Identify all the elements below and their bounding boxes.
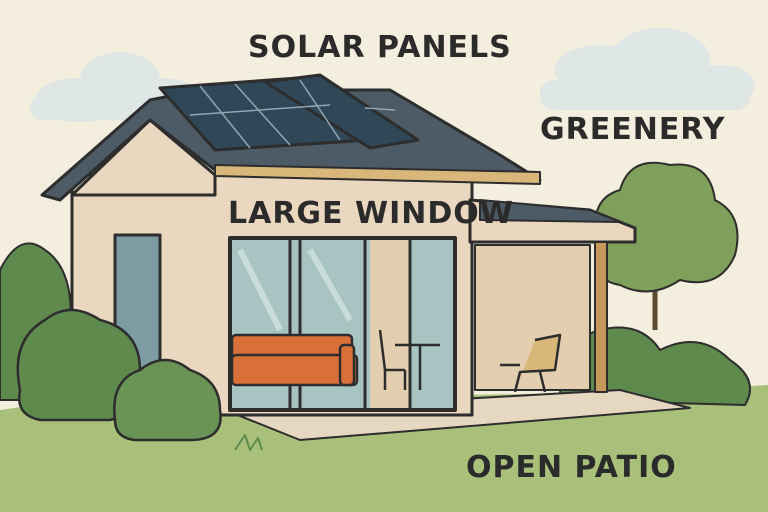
patio-post (594, 241, 608, 393)
roof-fascia (214, 164, 541, 185)
tree (594, 161, 739, 330)
label-solar-panels: SOLAR PANELS (248, 30, 512, 65)
patio-chairs (378, 329, 562, 393)
sofa (230, 333, 359, 387)
shrub-center (113, 358, 222, 442)
label-large-window: LARGE WINDOW (228, 196, 514, 231)
cloud-right (540, 28, 755, 110)
label-open-patio: OPEN PATIO (466, 450, 677, 485)
shrub-left-front (16, 308, 144, 422)
solar-panels (158, 73, 420, 152)
label-greenery: GREENERY (540, 112, 726, 147)
grass-tuft (234, 434, 263, 451)
